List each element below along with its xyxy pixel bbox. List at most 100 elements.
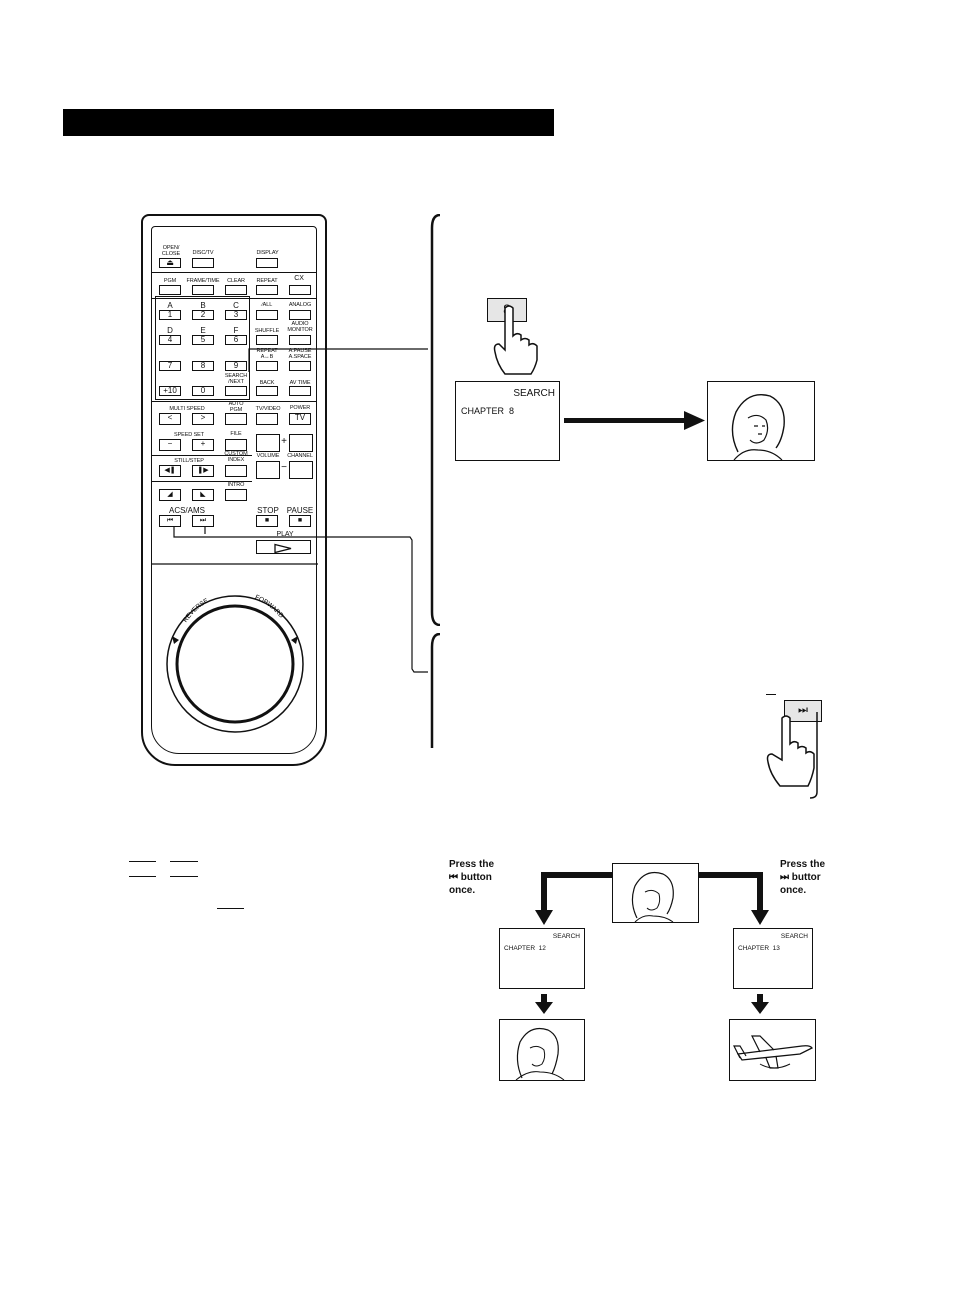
disc-tv-button[interactable] [192, 258, 214, 268]
av-time-button[interactable] [289, 386, 311, 396]
multi-speed-label: MULTI SPEED [169, 406, 205, 412]
stop-button[interactable]: ■ [256, 515, 278, 527]
step-forward-icon: ❚▶ [197, 467, 209, 474]
repeat-ab-label: REPEAT A↔B [256, 348, 278, 360]
key-8-button[interactable]: 8 [192, 361, 214, 371]
chevron-left-icon: < [167, 413, 173, 422]
clear-button[interactable] [225, 285, 247, 295]
speed-plus-button[interactable]: + [192, 439, 214, 451]
picture-screen-chapter-13 [729, 1019, 816, 1081]
osd-search-title: SEARCH [552, 933, 580, 940]
shuffle-button[interactable] [256, 335, 278, 345]
pgm-label: PGM [163, 278, 177, 284]
skip-back-icon: ⏮ [166, 517, 174, 524]
prev-chapter-button[interactable]: ⏮ [159, 515, 181, 527]
still-step-back-button[interactable]: ◀❚ [159, 465, 181, 477]
analog-button[interactable] [289, 310, 311, 320]
intro-label: INTRO [227, 482, 245, 488]
repeat-ab-button[interactable] [256, 361, 278, 371]
repeat-label: REPEAT [256, 278, 278, 284]
frame-time-button[interactable] [192, 285, 214, 295]
channel-down-button[interactable] [289, 461, 313, 479]
key-7-button[interactable]: 7 [159, 361, 181, 371]
numeric-keypad-frame [155, 296, 250, 400]
pressing-hand-icon [766, 712, 818, 799]
ramp-right-icon: ◣ [200, 491, 206, 498]
open-close-button[interactable]: ⏏ [159, 258, 181, 268]
key-6-button[interactable]: 6 [225, 335, 247, 345]
divider [152, 298, 317, 299]
all-label: ∕ALL [261, 302, 273, 308]
stop-icon: ■ [264, 517, 270, 524]
divider [152, 272, 317, 273]
volume-up-button[interactable] [256, 434, 280, 452]
clear-label: CLEAR [227, 278, 245, 284]
multi-speed-right-button[interactable]: > [192, 413, 214, 425]
repeat-button[interactable] [256, 285, 278, 295]
display-button[interactable] [256, 258, 278, 268]
acs-ams-label: ACS/AMS [168, 506, 205, 515]
multi-speed-left-button[interactable]: < [159, 413, 181, 425]
next-chapter-button[interactable]: ⏭ [192, 515, 214, 527]
woman-portrait-icon [631, 871, 674, 923]
bracket-top [430, 214, 441, 626]
search-next-label: SEARCH /NEXT [224, 373, 248, 385]
underline-mark [129, 876, 156, 877]
step-back-icon: ◀❚ [164, 467, 176, 474]
cx-button[interactable] [289, 285, 311, 295]
still-step-forward-button[interactable]: ❚▶ [192, 465, 214, 477]
key-2-button[interactable]: 2 [192, 310, 214, 320]
key-3-button[interactable]: 3 [225, 310, 247, 320]
speed-minus-button[interactable]: − [159, 439, 181, 451]
play-button[interactable] [256, 540, 311, 554]
back-button[interactable] [256, 386, 278, 396]
intro-button[interactable] [225, 489, 247, 501]
caption-prev: Press the ⏮ button once. [449, 859, 495, 896]
display-label: DISPLAY [256, 250, 279, 256]
audio-monitor-button[interactable] [289, 335, 311, 345]
file-label: FILE [230, 431, 242, 437]
key-letter: B [200, 301, 206, 310]
pgm-button[interactable] [159, 285, 181, 295]
key-number: 7 [167, 361, 173, 370]
key-4-button[interactable]: 4 [159, 335, 181, 345]
pause-label: PAUSE [286, 506, 314, 515]
tv-video-button[interactable] [256, 413, 278, 425]
slow-forward-button[interactable]: ◣ [192, 489, 214, 501]
power-tv-button[interactable]: TV [289, 413, 311, 425]
key-9-button[interactable]: 9 [225, 361, 247, 371]
key-number: 6 [233, 335, 239, 344]
jog-shuttle-dial[interactable]: REVERSE FORWARD [152, 560, 318, 750]
custom-index-label: CUSTOM INDEX [224, 451, 248, 463]
all-button[interactable] [256, 310, 278, 320]
key-1-button[interactable]: 1 [159, 310, 181, 320]
osd-screen-chapter-12: SEARCH CHAPTER 12 [499, 928, 585, 989]
underline-mark [129, 861, 156, 862]
picture-screen-woman [707, 381, 815, 461]
volume-minus-sign: − [281, 462, 287, 473]
key-number: 9 [233, 361, 239, 370]
caption-next: Press the ⏭ buttor once. [780, 859, 826, 896]
minus-text: − [167, 439, 173, 448]
underline-mark [217, 908, 244, 909]
woman-portrait-icon [731, 394, 785, 461]
cx-label: CX [294, 275, 304, 282]
next-chapter-key[interactable]: ⏭ [784, 700, 822, 722]
plus10-button[interactable]: +10 [159, 386, 181, 396]
search-next-button[interactable] [225, 386, 247, 396]
custom-index-button[interactable] [225, 465, 247, 477]
airplane-icon [733, 1035, 813, 1069]
auto-pgm-button[interactable] [225, 413, 247, 425]
analog-label: ANALOG [288, 302, 312, 308]
key-number: 2 [200, 310, 206, 319]
channel-up-button[interactable] [289, 434, 313, 452]
file-button[interactable] [225, 439, 247, 451]
pause-button[interactable]: ■ [289, 515, 311, 527]
apause-button[interactable] [289, 361, 311, 371]
key-0-button[interactable]: 0 [192, 386, 214, 396]
slow-reverse-button[interactable]: ◢ [159, 489, 181, 501]
volume-down-button[interactable] [256, 461, 280, 479]
key-5-button[interactable]: 5 [192, 335, 214, 345]
volume-label: VOLUME [256, 453, 280, 459]
underline-mark [170, 861, 198, 862]
